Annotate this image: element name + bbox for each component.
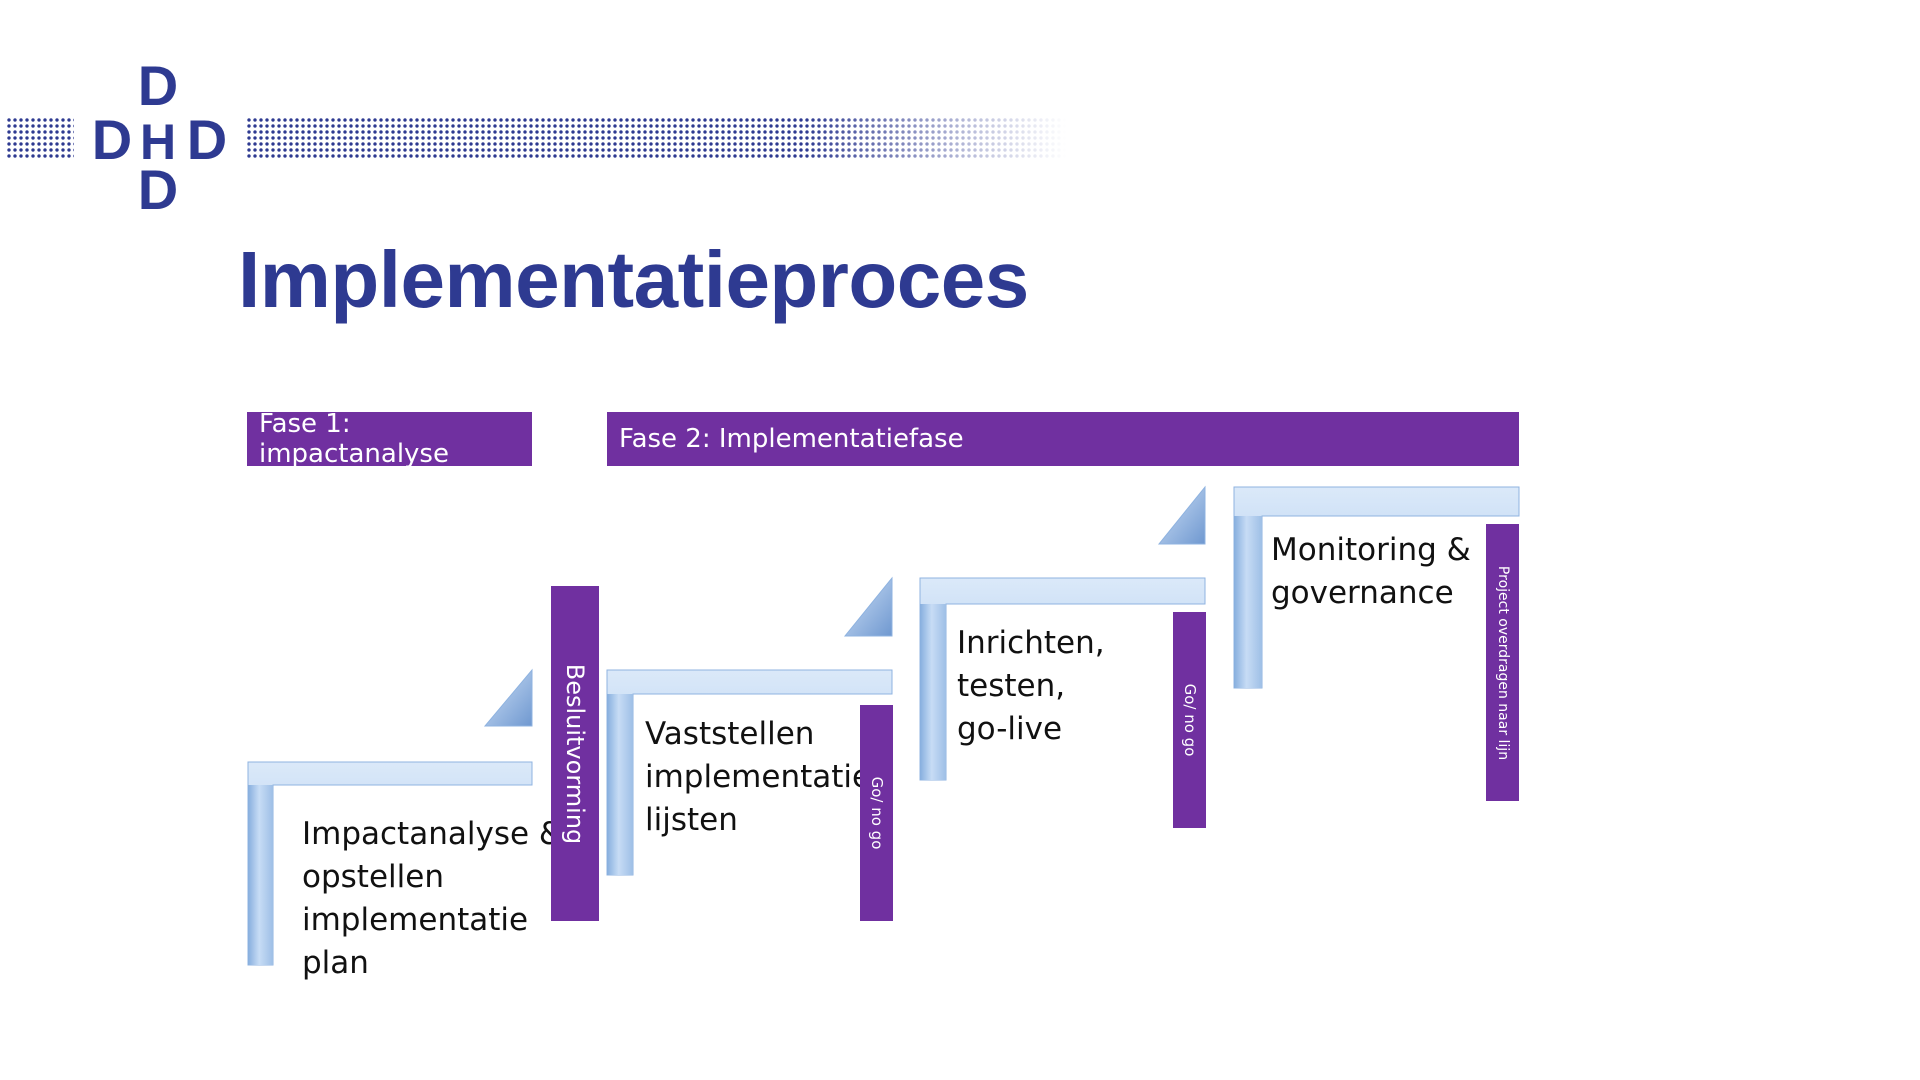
gate-label: Go/ no go: [1180, 683, 1199, 757]
gate-besluitvorming: Besluitvorming: [551, 586, 599, 921]
gate-go-no-go-2: Go/ no go: [1173, 612, 1206, 828]
step-text-2: Vaststellen implementatie- lijsten: [645, 716, 883, 838]
phase-label: Fase 2: Implementatiefase: [619, 424, 964, 454]
step-shape-2: [606, 576, 893, 876]
dot-pattern-left: [6, 117, 74, 159]
gate-label: Besluitvorming: [561, 663, 589, 844]
gate-label: Go/ no go: [867, 776, 886, 850]
step-arrow-1: [483, 668, 533, 727]
step-shape-1: [247, 668, 533, 966]
phase-label: Fase 1: impactanalyse: [259, 409, 449, 469]
page-title: Implementatieproces: [238, 235, 1029, 324]
step-text-4: Monitoring & governance: [1271, 532, 1471, 611]
gate-go-no-go-1: Go/ no go: [860, 705, 893, 921]
logo-letter-left: D: [92, 108, 132, 171]
step-arrow-3: [1157, 485, 1206, 545]
logo-letter-right: D: [187, 108, 227, 171]
logo-letter-center: H: [140, 114, 176, 170]
logo-letter-bottom: D: [138, 158, 178, 220]
phase-bar-impactanalyse: Fase 1: impactanalyse: [247, 409, 532, 469]
step-arrow-2: [843, 576, 893, 637]
dhd-logo: D D H D D: [0, 55, 1070, 220]
step-text-3: Inrichten, testen, go-live: [957, 625, 1105, 747]
gate-project-overdragen: Project overdragen naar lijn: [1486, 524, 1519, 801]
logo-letter-top: D: [138, 55, 178, 117]
dot-pattern-right: [246, 117, 1066, 159]
logo-letters: D D H D D: [92, 55, 227, 220]
phase-bar-implementatiefase: Fase 2: Implementatiefase: [607, 412, 1519, 466]
step-shape-4: [1233, 486, 1520, 689]
step-text-1: Impactanalyse & opstellen implementatie …: [302, 816, 563, 981]
gate-label: Project overdragen naar lijn: [1494, 565, 1511, 760]
step-shape-3: [919, 485, 1206, 781]
